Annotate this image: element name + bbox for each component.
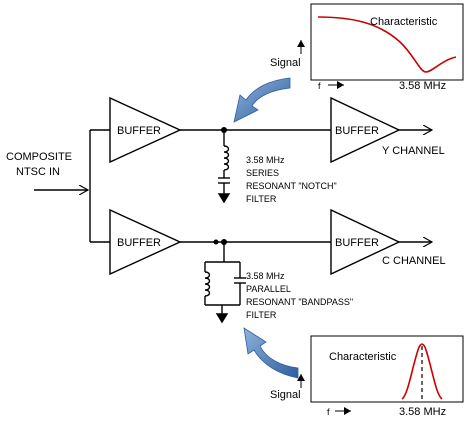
diagram-text: RESONANT "NOTCH" <box>246 181 337 191</box>
notch-curve <box>317 16 457 73</box>
diagram-text: FILTER <box>246 194 277 204</box>
bandpass-curve <box>401 343 443 400</box>
diagram-text: BUFFER <box>335 125 379 137</box>
buffer-y-output: BUFFER <box>330 96 401 164</box>
bandpass-filter <box>204 242 246 324</box>
diagram-text: Characteristic <box>370 16 438 28</box>
y-channel-label: Y CHANNEL <box>382 145 445 157</box>
notch-filter-label: 3.58 MHz SERIES RESONANT "NOTCH" FILTER <box>246 155 337 204</box>
diagram-text: PARALLEL <box>246 284 291 294</box>
diagram-text: BUFFER <box>117 125 161 137</box>
notch-characteristic-graph: Characteristic Signal f 3.58 MHz <box>270 3 464 92</box>
diagram-text: NTSC IN <box>16 166 60 178</box>
bandpass-pointer-arrow <box>243 327 299 379</box>
diagram-text: f <box>327 407 330 417</box>
bandpass-characteristic-graph: Characteristic Signal f 3.58 MHz <box>270 335 464 418</box>
notch-graph-frame <box>310 3 464 81</box>
input-bus <box>89 129 110 243</box>
notch-pointer-arrow <box>233 77 291 123</box>
buffer-y-input: BUFFER <box>109 96 182 164</box>
bandpass-graph-frame <box>310 335 464 403</box>
diagram-text: FILTER <box>246 310 277 320</box>
diagram-text: RESONANT "BANDPASS" <box>246 297 353 307</box>
diagram-text: COMPOSITE <box>6 151 72 163</box>
diagram-text: BUFFER <box>335 237 379 249</box>
diagram-text: SERIES <box>246 168 279 178</box>
buffer-c-output: BUFFER <box>330 208 401 276</box>
diagram-text: BUFFER <box>117 237 161 249</box>
input-label: COMPOSITE NTSC IN <box>6 151 72 178</box>
diagram-text: 3.58 MHz <box>399 406 446 418</box>
diagram-text: Signal <box>270 57 301 69</box>
diagram-text: 3.58 MHz <box>246 155 285 165</box>
diagram-text: 3.58 MHz <box>246 271 285 281</box>
c-channel-label: C CHANNEL <box>382 255 446 267</box>
diagram-text: 3.58 MHz <box>399 80 446 92</box>
buffer-c-input: BUFFER <box>109 208 182 276</box>
diagram-text: Characteristic <box>329 351 397 363</box>
diagram-text: Signal <box>270 389 301 401</box>
c-junction-dot-left <box>213 239 219 245</box>
diagram-text: f <box>318 81 321 91</box>
notch-filter <box>217 130 231 204</box>
bandpass-filter-label: 3.58 MHz PARALLEL RESONANT "BANDPASS" FI… <box>246 271 353 320</box>
